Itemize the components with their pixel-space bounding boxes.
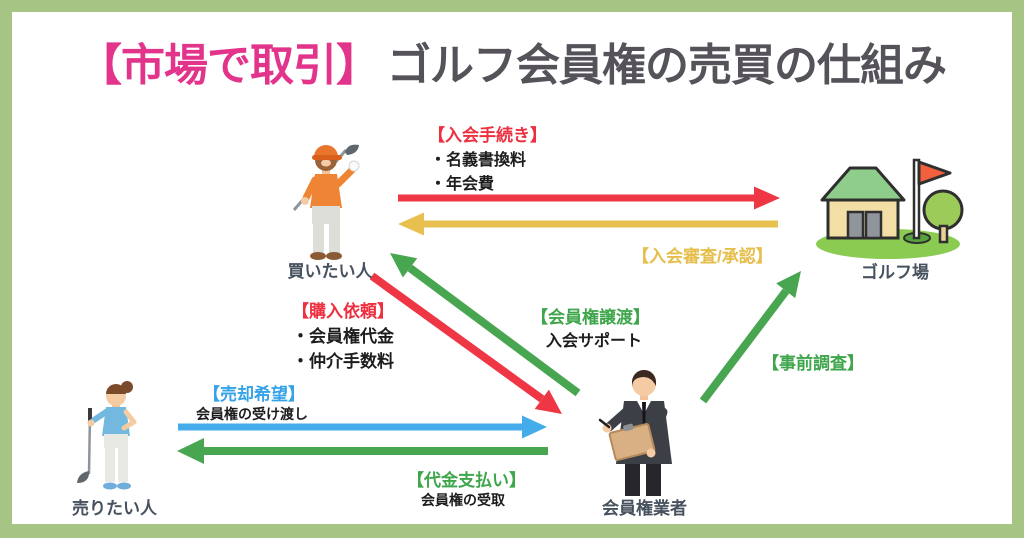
- flow-membership-transfer-detail-1: 入会サポート: [546, 333, 643, 350]
- dealer-label: 会員権業者: [602, 499, 687, 518]
- flow-payment-detail-1: 会員権の受取: [421, 492, 505, 508]
- buyer-golfer-illustration: [292, 144, 360, 260]
- seller-golfer-illustration: [77, 381, 137, 490]
- flow-payment-label: 【代金支払い】: [407, 471, 526, 490]
- arrow-admission-procedure: [398, 186, 780, 210]
- dealer-businessman-illustration: [598, 369, 672, 496]
- golf-course-illustration: [816, 158, 964, 259]
- page-title: 【市場で取引】ゴルフ会員権の売買の仕組み: [0, 40, 1024, 93]
- title-main: ゴルフ会員権の売買の仕組み: [387, 41, 947, 90]
- flow-admission-procedure-label: 【入会手続き】: [428, 126, 547, 145]
- diagram-canvas: [12, 12, 1012, 524]
- flow-admission-approval-label: 【入会審査/承認】: [632, 247, 773, 266]
- arrow-preliminary-survey: [699, 271, 801, 404]
- seller-label: 売りたい人: [72, 499, 157, 518]
- arrow-membership-transfer: [390, 253, 581, 397]
- flow-purchase-request-detail-2: ・仲介手数料: [292, 352, 394, 371]
- arrow-payment: [177, 438, 548, 464]
- flow-membership-transfer-label: 【会員権譲渡】: [531, 308, 650, 327]
- golf-course-label: ゴルフ場: [861, 263, 929, 282]
- flow-admission-procedure-detail-1: ・名義書換料: [430, 152, 527, 169]
- flow-purchase-request-detail-1: ・会員権代金: [292, 327, 394, 346]
- title-highlight: 【市場で取引】: [78, 41, 380, 90]
- arrow-purchase-request: [369, 272, 562, 414]
- flow-admission-procedure-detail-2: ・年会費: [430, 176, 495, 193]
- flow-preliminary-survey-label: 【事前調査】: [762, 354, 864, 373]
- buyer-label: 買いたい人: [287, 262, 373, 281]
- arrow-admission-approval: [398, 212, 778, 236]
- arrow-sell-request: [178, 415, 547, 439]
- flow-sell-request-detail-1: 会員権の受け渡し: [196, 406, 308, 422]
- flow-purchase-request-label: 【購入依頼】: [292, 302, 394, 321]
- flow-sell-request-label: 【売却希望】: [203, 385, 305, 404]
